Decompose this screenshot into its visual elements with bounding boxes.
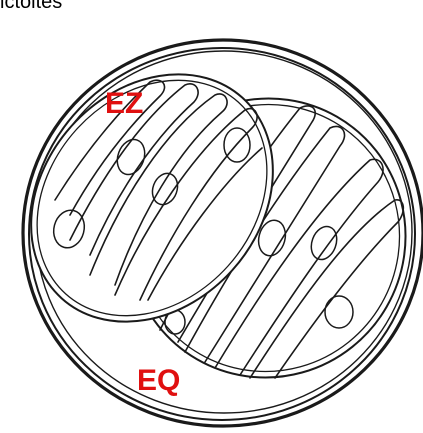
label-eq: EQ [137,366,180,396]
label-ez: EZ [105,89,143,119]
cropped-caption: ictoites [0,0,62,14]
